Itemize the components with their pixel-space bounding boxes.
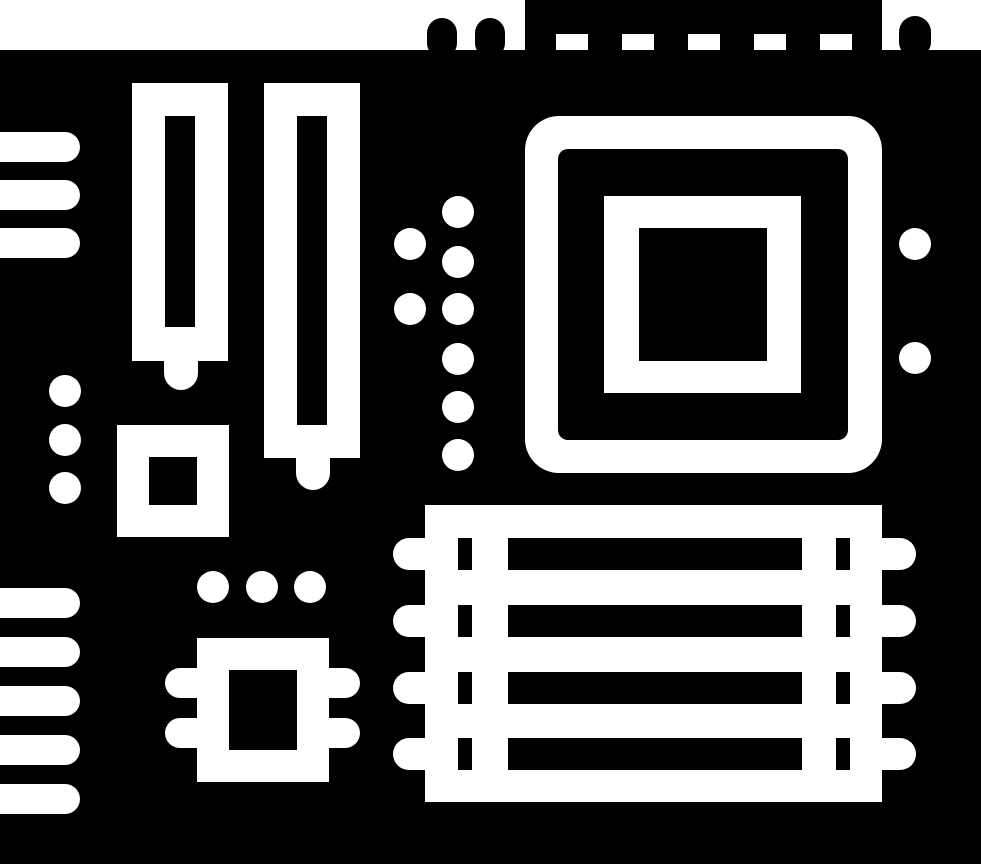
dots-middle-column	[442, 196, 474, 471]
cpu-core-overlay	[572, 163, 834, 427]
dot	[49, 424, 81, 456]
slot-latch	[296, 430, 330, 490]
dot	[197, 571, 229, 603]
small-chip-core	[149, 457, 197, 505]
ram-slot-right-cap	[836, 605, 850, 637]
dot	[442, 293, 474, 325]
dot	[899, 342, 931, 374]
top-knob-left-2	[475, 18, 505, 58]
ram-slot-channel	[508, 672, 802, 704]
dot	[49, 472, 81, 504]
top-port-slot	[622, 34, 654, 50]
cpu-pin-notch	[706, 163, 720, 196]
top-connector-group	[427, 0, 931, 58]
dots-middle-left	[394, 228, 426, 325]
ram-slot-left-cap	[458, 672, 472, 704]
dot	[442, 391, 474, 423]
cpu-pin-notch	[572, 282, 604, 296]
ram-slot-channel	[508, 738, 802, 770]
dot	[246, 571, 278, 603]
cpu-pin-notch	[801, 316, 834, 330]
slot-opening	[165, 116, 195, 327]
ram-slot-right-cap	[836, 538, 850, 570]
top-port-slot	[754, 34, 786, 50]
ram-slot-left-cap	[458, 605, 472, 637]
dots-left	[49, 375, 81, 504]
ram-slot-channel	[508, 538, 802, 570]
left-top-edge-pins	[0, 132, 80, 258]
dot	[442, 439, 474, 471]
ram-slot-right-cap	[836, 738, 850, 770]
top-port-slot	[688, 34, 720, 50]
edge-pin	[0, 686, 80, 716]
ram-slot-channel	[508, 605, 802, 637]
dot	[49, 375, 81, 407]
top-knob-right	[899, 16, 931, 58]
cpu-pin-notch	[672, 163, 686, 196]
dot	[394, 293, 426, 325]
edge-pin	[0, 228, 80, 258]
left-bottom-edge-pins	[0, 588, 80, 814]
cpu-pin-notch	[740, 163, 754, 196]
dot	[394, 228, 426, 260]
edge-pin	[0, 180, 80, 210]
cpu-die	[639, 228, 767, 361]
ram-slot-left-cap	[458, 538, 472, 570]
top-port-slots	[556, 34, 852, 50]
cpu-pin-notch	[801, 282, 834, 296]
top-knob-left-1	[427, 18, 457, 58]
slot-opening	[297, 116, 327, 425]
edge-pin	[0, 637, 80, 667]
dots-row	[197, 571, 326, 603]
small-chip-core	[229, 670, 297, 750]
edge-pin	[0, 132, 80, 162]
slot-latch	[164, 330, 198, 390]
cpu-face-restore	[604, 196, 801, 393]
cpu-pin-notch	[801, 248, 834, 262]
dot	[899, 228, 931, 260]
dot	[442, 196, 474, 228]
cpu-face-part	[639, 196, 767, 228]
top-port-slot	[556, 34, 588, 50]
edge-pin	[0, 784, 80, 814]
ram-slot-left-cap	[458, 738, 472, 770]
dots-right	[899, 228, 931, 374]
top-port-slot	[820, 34, 852, 50]
cpu-face-part	[639, 361, 767, 393]
cpu-pin-notch	[572, 248, 604, 262]
edge-pin	[0, 735, 80, 765]
dot	[294, 571, 326, 603]
cpu-face-part	[604, 196, 639, 393]
cpu-pin-notch	[740, 393, 754, 427]
dot	[442, 246, 474, 278]
cpu-pin-notch	[706, 393, 720, 427]
cpu-pin-notch	[572, 316, 604, 330]
cpu-pin-notch	[672, 393, 686, 427]
dot	[442, 343, 474, 375]
edge-pin	[0, 588, 80, 618]
ram-slot-right-cap	[836, 672, 850, 704]
cpu-face-part	[767, 196, 801, 393]
